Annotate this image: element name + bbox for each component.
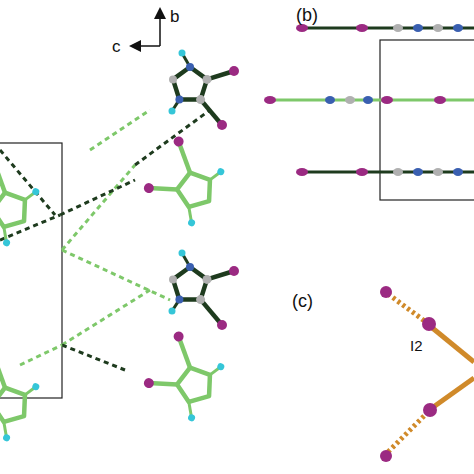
axis-label: c [112,38,121,55]
panel-label: (c) [292,292,313,310]
panel-label: (b) [296,6,318,24]
atom-label: I2 [410,338,423,353]
axis-label: b [170,8,179,25]
